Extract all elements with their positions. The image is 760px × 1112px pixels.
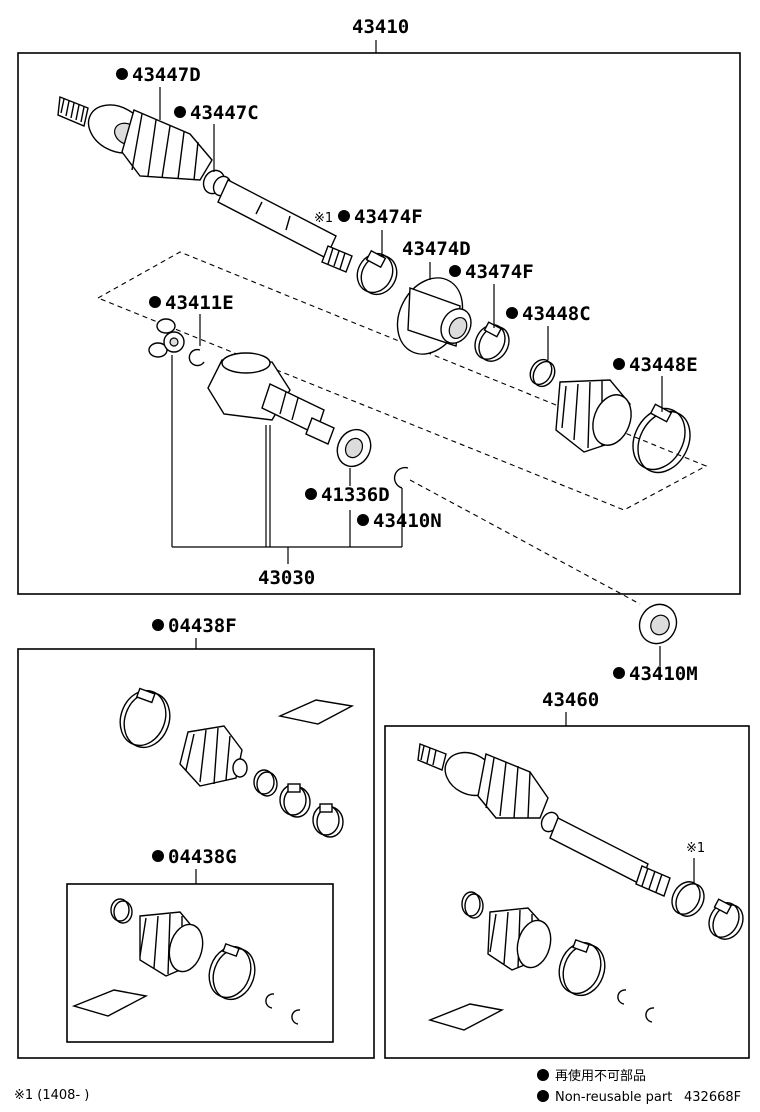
label-43410[interactable]: 43410 (352, 16, 409, 38)
bearing-43410M (638, 603, 678, 645)
label-43448E[interactable]: 43448E (629, 354, 698, 376)
legend-marker-icon (537, 1069, 549, 1081)
kit-04438G-parts (71, 898, 301, 1025)
dashed-link-43410M (409, 479, 641, 605)
inner-joint-dashed-outline (96, 251, 708, 511)
label-43030[interactable]: 43030 (258, 567, 315, 589)
kit-04438F-parts (119, 687, 355, 838)
label-43410N[interactable]: 43410N (373, 510, 442, 532)
non-reusable-marker-icon (305, 488, 317, 500)
label-41336D[interactable]: 41336D (321, 484, 390, 506)
snap-ring-43411 (188, 348, 205, 367)
label-43448C[interactable]: 43448C (522, 303, 591, 325)
inner-joint-housing (207, 352, 335, 445)
label-43474D[interactable]: 43474D (402, 238, 471, 260)
non-reusable-marker-icon (613, 358, 625, 370)
label-43474F-b[interactable]: 43474F (465, 261, 534, 283)
non-reusable-marker-icon (149, 296, 161, 308)
inner-boot (555, 379, 632, 453)
label-43474F-a[interactable]: 43474F (354, 206, 423, 228)
damper-43474D (396, 277, 472, 355)
outer-cv-joint-shaft (57, 96, 353, 273)
non-reusable-marker-icon (449, 265, 461, 277)
label-04438G[interactable]: 04438G (168, 846, 237, 868)
non-reusable-marker-icon (152, 619, 164, 631)
non-reusable-marker-icon (152, 850, 164, 862)
assembly-43410-frame (17, 52, 741, 595)
non-reusable-marker-icon (357, 514, 369, 526)
non-reusable-marker-icon (116, 68, 128, 80)
label-43447C[interactable]: 43447C (190, 102, 259, 124)
non-reusable-marker-icon (613, 667, 625, 679)
non-reusable-marker-icon (174, 106, 186, 118)
seal-41336D (336, 428, 372, 468)
clamp-43448C (529, 358, 556, 388)
note-mark-2: ※1 (686, 841, 705, 856)
snap-ring-43410N (393, 466, 409, 489)
clamp-43448E (632, 403, 691, 474)
clamp-43474F-a (356, 249, 398, 296)
kit-04438G-frame (66, 883, 334, 1043)
spare-shaft-43460 (417, 743, 744, 1031)
tripod-43411E (148, 318, 185, 358)
legend-marker-icon (537, 1090, 549, 1102)
label-04438F[interactable]: 04438F (168, 615, 237, 637)
label-43447D[interactable]: 43447D (132, 64, 201, 86)
legend-line-ja: 再使用不可部品 (555, 1068, 646, 1084)
note-mark-1: ※1 (314, 211, 333, 226)
legend-line-en: Non-reusable part (555, 1090, 672, 1105)
clamp-43474F-b (474, 321, 510, 362)
non-reusable-marker-icon (338, 210, 350, 222)
label-43410M[interactable]: 43410M (629, 663, 698, 685)
label-43460[interactable]: 43460 (542, 689, 599, 711)
assembly-43460-frame (384, 725, 750, 1059)
non-reusable-marker-icon (506, 307, 518, 319)
label-43411E[interactable]: 43411E (165, 292, 234, 314)
footnote: ※1 (1408- ) (14, 1088, 89, 1103)
diagram-code: 432668F (684, 1090, 741, 1105)
leader-43030-bracket (171, 355, 403, 564)
